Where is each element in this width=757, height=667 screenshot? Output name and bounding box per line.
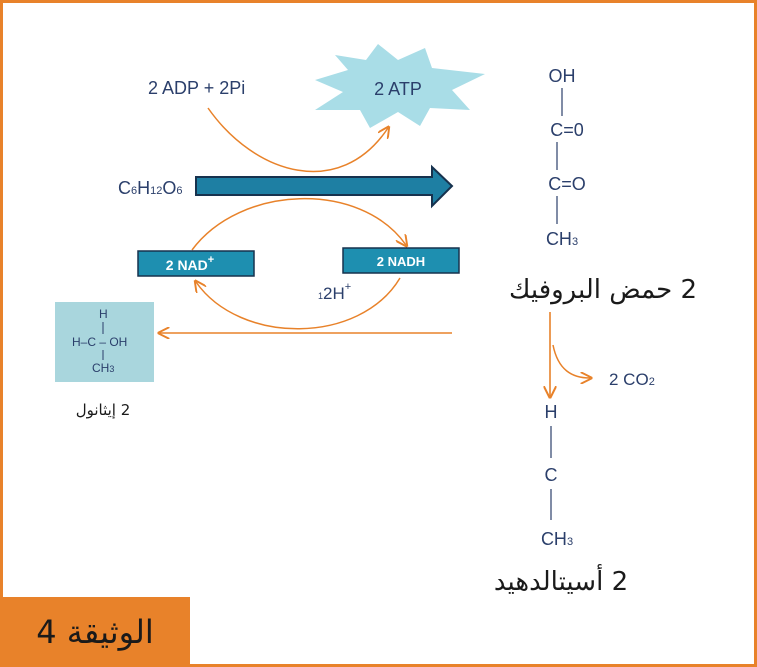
document-label: الوثيقة 4 [36,613,154,651]
adp-pi-label: 2 ADP + 2Pi [148,78,245,98]
pyruvic-name: 2 حمض البروفيك [509,275,697,305]
acetaldehyde-h: H [545,402,558,422]
ethanol-name: 2 إيثانول [76,401,131,419]
nad-box [137,250,255,277]
atp-star-shape [315,44,485,128]
pyruvic-co: C=O [548,174,586,194]
ethanol-formula-mid: H–C – OH [72,335,127,349]
ethanol-formula-top: H [99,307,108,321]
glucose-formula: C6H12O6 [118,178,183,198]
acetaldehyde-ch3: CH3 [541,529,573,549]
glycolysis-main-arrow [195,164,454,209]
hydrogen-label: 12H+ [318,281,351,303]
adp-to-atp-arrow [207,107,388,173]
atp-label: 2 ATP [374,79,422,99]
nadh-label: 2 NADH [377,254,425,269]
acetaldehyde-name: 2 أسيتالدهيد [494,563,628,597]
co2-release-arrow [552,344,590,378]
pyruvic-ch3: CH3 [546,229,578,249]
co2-label: 2 CO2 [609,370,655,389]
document-label-box: الوثيقة 4 [0,597,190,667]
nad-label: 2 NAD+ [166,254,214,273]
ethanol-formula-bottom: CH3 [92,361,114,375]
nad-to-nadh-arrow [191,197,406,251]
pyruvic-c0: C=0 [550,120,584,140]
ethanol-box [55,302,154,382]
acetaldehyde-c: C [545,465,558,485]
pyruvic-oh: OH [549,66,576,86]
nadh-to-nad-arrow [196,277,401,330]
nadh-box [342,247,460,274]
